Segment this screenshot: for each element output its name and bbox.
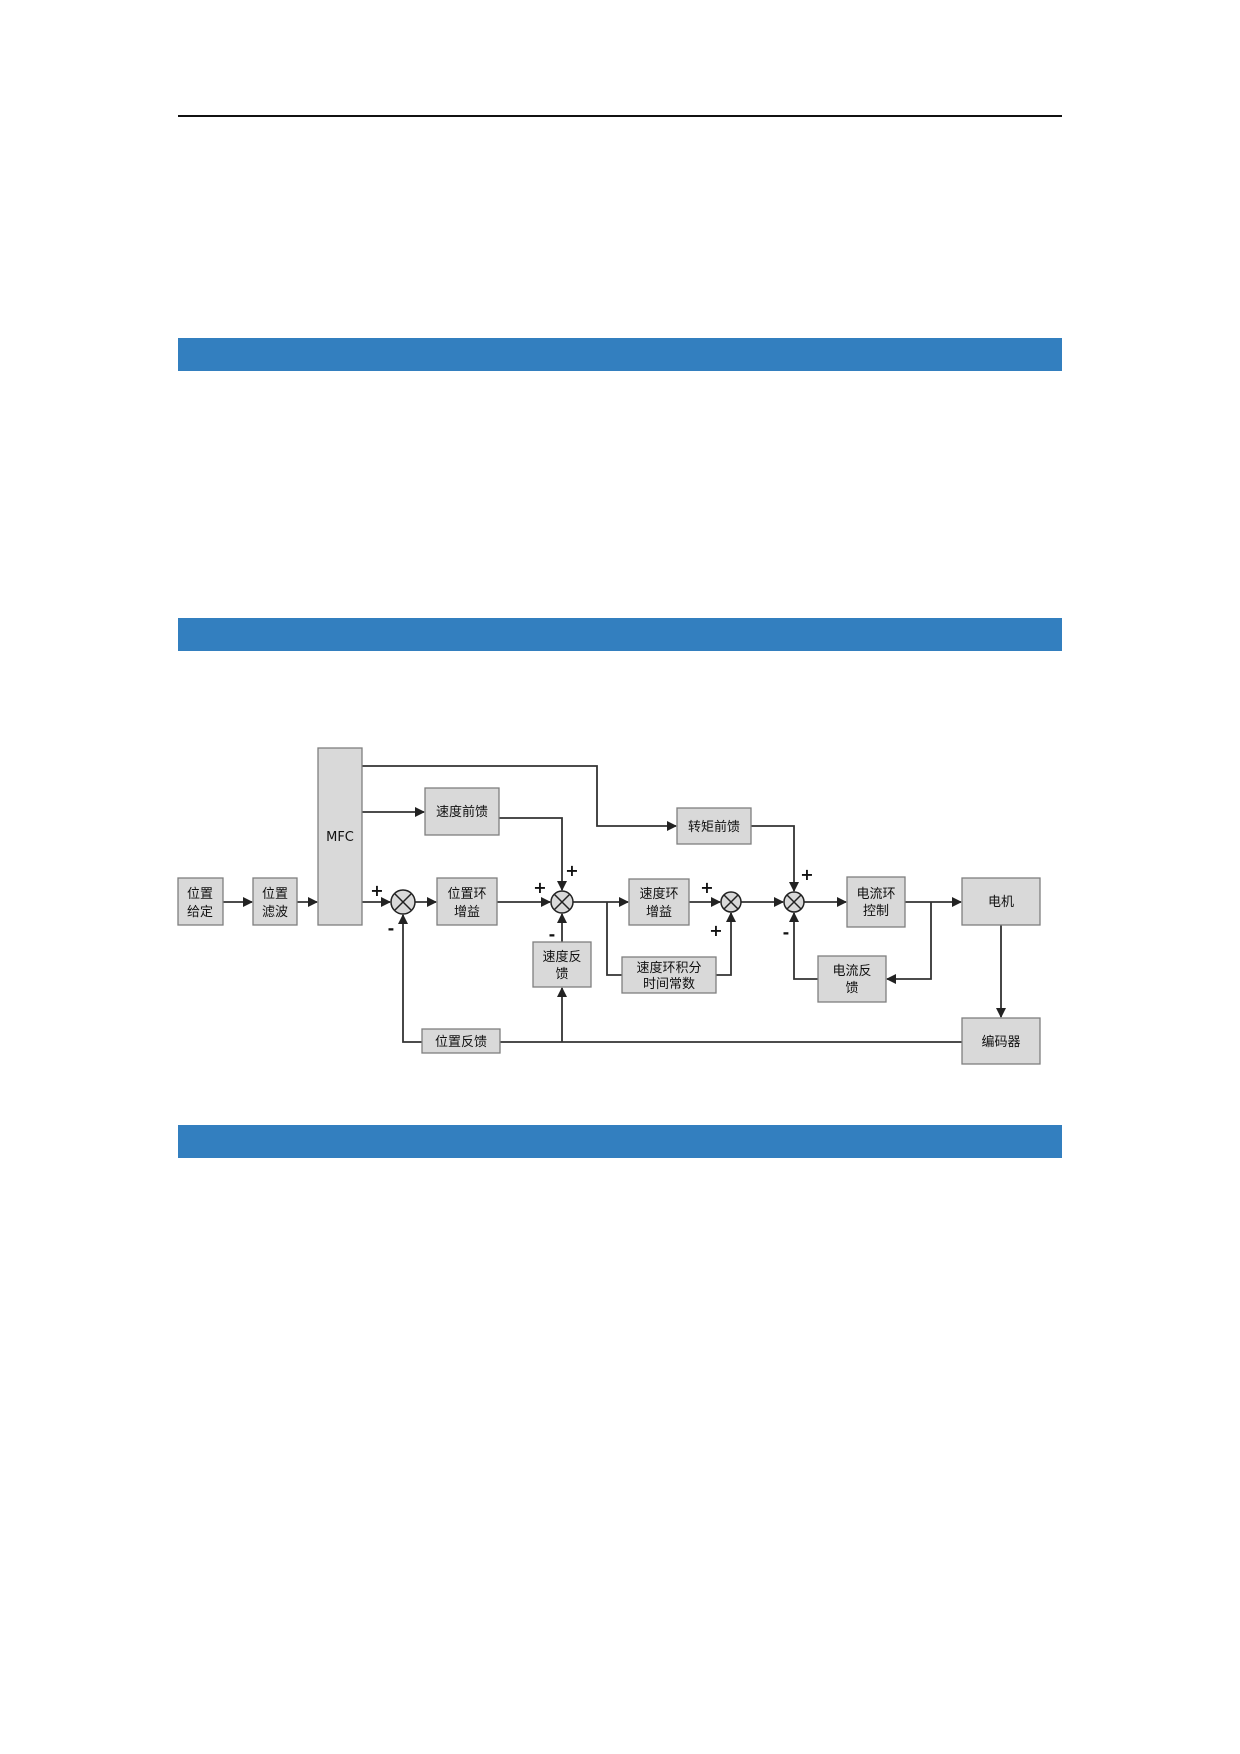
svg-text:速度前馈: 速度前馈 xyxy=(436,804,488,820)
section-bar-1 xyxy=(178,338,1062,371)
svg-text:位置: 位置 xyxy=(187,887,213,902)
svg-text:转矩前馈: 转矩前馈 xyxy=(688,819,740,835)
sign-minus: - xyxy=(783,923,790,942)
svg-text:位置环: 位置环 xyxy=(447,887,486,902)
header-rule xyxy=(178,115,1062,117)
svg-text:速度反: 速度反 xyxy=(542,949,581,965)
block-velocity-feedback: 速度反 馈 xyxy=(532,941,592,988)
svg-text:时间常数: 时间常数 xyxy=(643,977,695,992)
summing-junction-velocity xyxy=(550,890,574,914)
svg-text:增益: 增益 xyxy=(454,905,480,920)
svg-text:电流环: 电流环 xyxy=(856,887,895,902)
sign-plus: + xyxy=(800,865,813,884)
section-bar-3 xyxy=(178,1125,1062,1158)
svg-text:给定: 给定 xyxy=(187,905,213,920)
block-current-feedback: 电流反 馈 xyxy=(817,955,887,1003)
svg-text:电流反: 电流反 xyxy=(832,964,871,979)
block-encoder: 编码器 xyxy=(961,1017,1041,1065)
summing-junction-integral xyxy=(720,891,742,913)
block-position-filter: 位置 滤波 xyxy=(252,877,298,926)
sign-plus: + xyxy=(565,861,578,880)
svg-text:速度环: 速度环 xyxy=(639,886,678,902)
block-velocity-integral-time: 速度环积分 时间常数 xyxy=(621,956,717,994)
summing-junction-position xyxy=(390,889,416,915)
svg-text:滤波: 滤波 xyxy=(262,905,288,920)
block-velocity-feedforward: 速度前馈 xyxy=(424,787,500,836)
svg-text:控制: 控制 xyxy=(863,904,889,919)
svg-text:MFC: MFC xyxy=(326,830,354,845)
sign-minus: - xyxy=(388,919,395,938)
sign-minus: - xyxy=(549,925,556,944)
sign-plus: + xyxy=(370,881,383,900)
block-current-loop-control: 电流环 控制 xyxy=(846,876,906,928)
svg-text:电机: 电机 xyxy=(988,895,1014,910)
block-motor: 电机 xyxy=(961,877,1041,926)
block-mfc: MFC xyxy=(317,747,363,926)
svg-text:位置: 位置 xyxy=(262,887,288,902)
block-velocity-loop-gain: 速度环 增益 xyxy=(628,878,690,926)
sign-plus: + xyxy=(709,921,722,940)
block-position-loop-gain: 位置环 增益 xyxy=(436,877,498,926)
block-position-feedback: 位置反馈 xyxy=(421,1028,501,1054)
sign-plus: + xyxy=(700,878,713,897)
signal-lines xyxy=(223,765,1006,1043)
svg-text:编码器: 编码器 xyxy=(981,1035,1020,1050)
sign-plus: + xyxy=(533,878,546,897)
block-position-command: 位置 给定 xyxy=(177,877,224,926)
block-torque-feedforward: 转矩前馈 xyxy=(676,807,752,845)
summing-junction-current xyxy=(783,891,805,913)
svg-text:位置反馈: 位置反馈 xyxy=(435,1035,487,1050)
svg-text:馈: 馈 xyxy=(845,981,858,996)
svg-text:馈: 馈 xyxy=(555,967,568,982)
section-bar-2 xyxy=(178,618,1062,651)
svg-text:速度环积分: 速度环积分 xyxy=(636,960,701,976)
svg-text:增益: 增益 xyxy=(646,905,672,920)
